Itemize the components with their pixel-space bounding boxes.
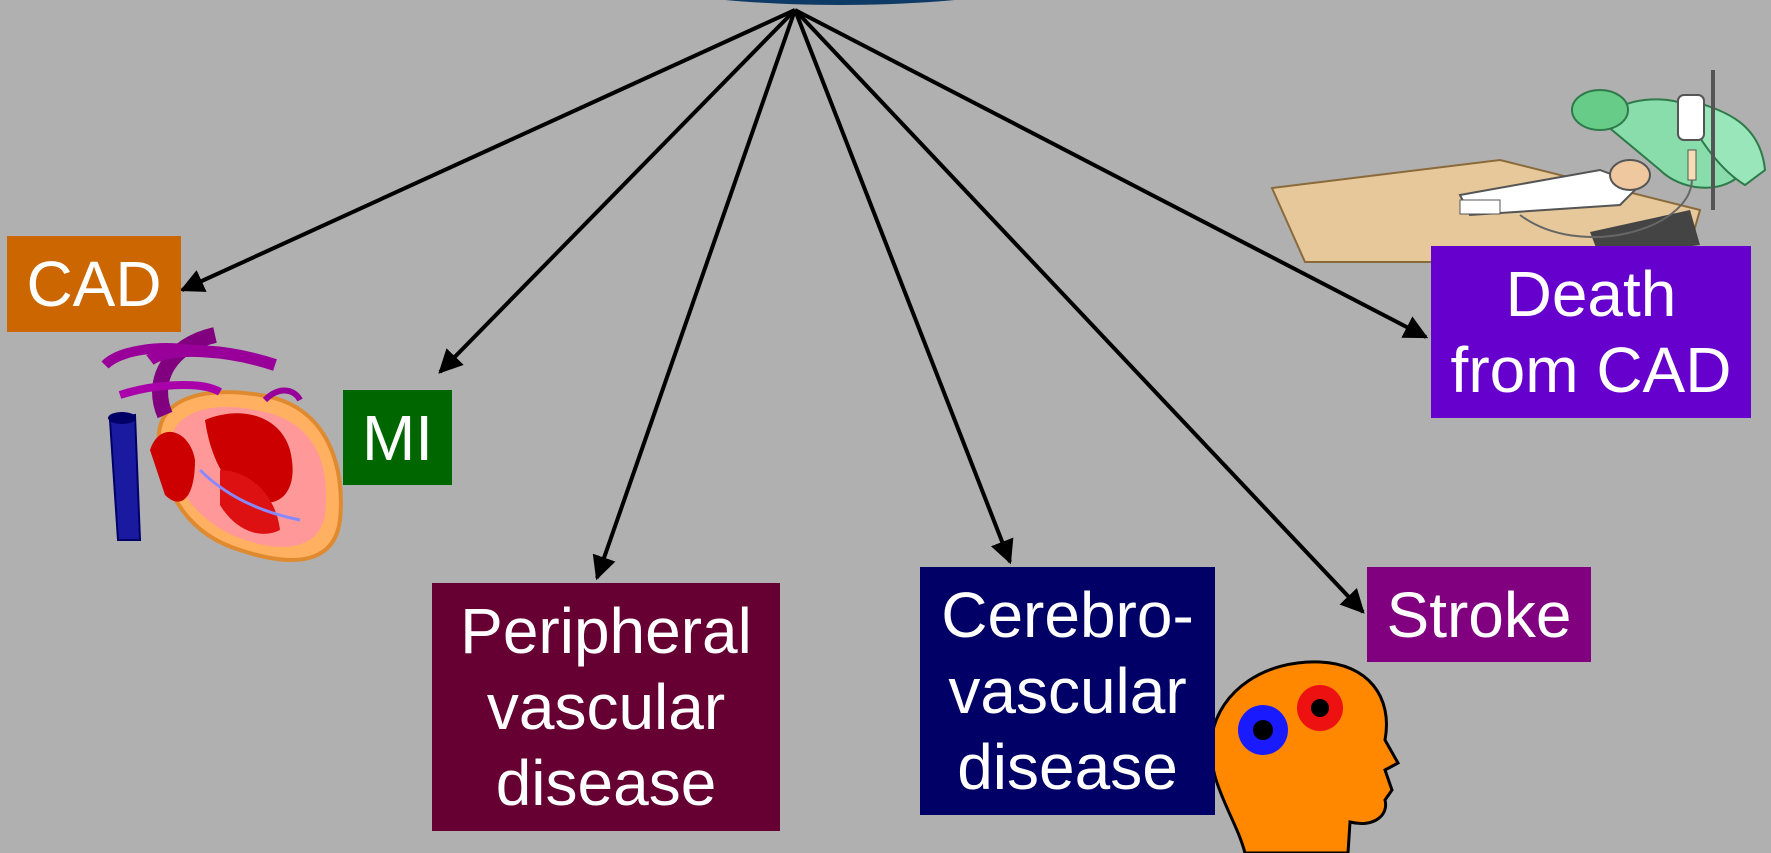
arrow-to-death [795, 10, 1426, 337]
hospital-bed-illustration [1272, 70, 1765, 262]
arrow-to-pvd [597, 10, 795, 578]
node-death-label: Death from CAD [1451, 256, 1732, 408]
node-cvd-label: Cerebro- vascular disease [941, 577, 1194, 805]
arrow-to-stroke [795, 10, 1363, 612]
node-cvd: Cerebro- vascular disease [920, 567, 1215, 815]
arrow-to-cad [182, 10, 795, 290]
node-death: Death from CAD [1431, 246, 1751, 418]
arrows [182, 10, 1426, 612]
arrow-to-mi [440, 10, 795, 372]
node-mi: MI [343, 390, 452, 485]
node-mi-label: MI [362, 400, 433, 476]
heart-illustration [105, 335, 341, 560]
node-stroke-label: Stroke [1387, 577, 1572, 653]
node-cad-label: CAD [26, 246, 161, 322]
head-gears-illustration [1211, 662, 1398, 853]
node-pvd: Peripheral vascular disease [432, 583, 780, 831]
node-cad: CAD [7, 236, 181, 332]
node-stroke: Stroke [1367, 567, 1591, 662]
source-node-edge [590, 0, 1090, 5]
node-pvd-label: Peripheral vascular disease [460, 593, 752, 821]
arrow-to-cvd [795, 10, 1010, 562]
